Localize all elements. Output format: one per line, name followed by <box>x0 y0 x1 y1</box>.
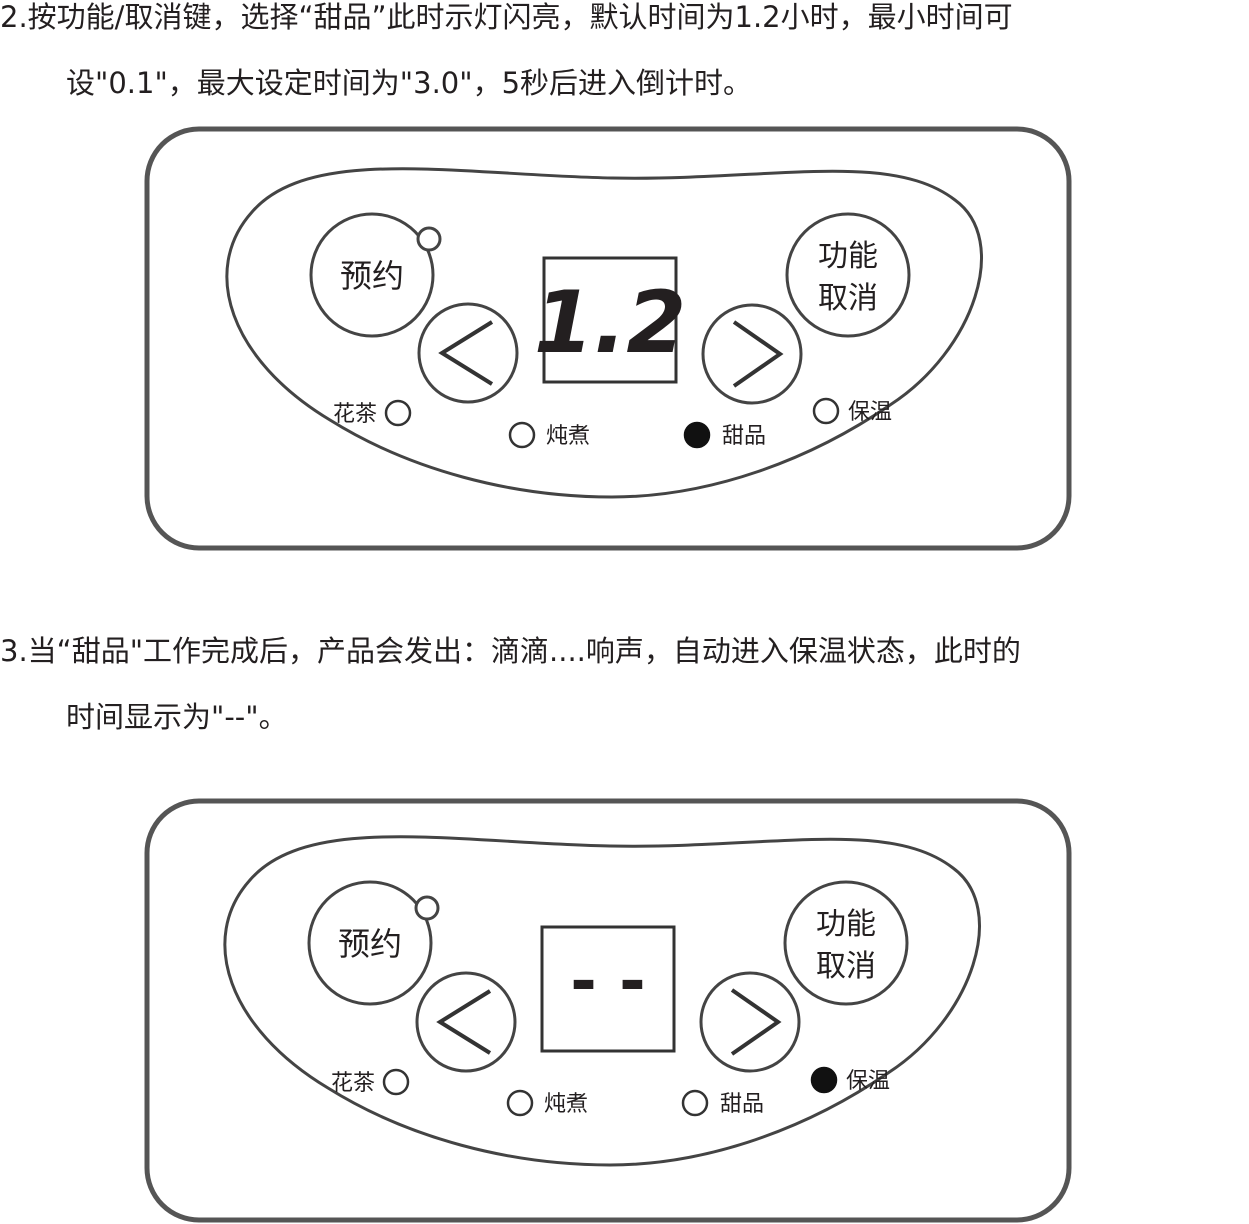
mode-stew-label: 炖煮 <box>544 1092 588 1117</box>
function-label: 功能 <box>816 907 876 942</box>
panel-frame <box>144 798 1072 1223</box>
mode-flower-tea-light <box>382 1068 410 1096</box>
chevron-right-icon <box>730 988 782 1056</box>
mode-dessert-label: 甜品 <box>720 1092 764 1117</box>
mode-stew: 炖煮 <box>506 1089 588 1117</box>
step3-instruction: 3.当“甜品"工作完成后，产品会发出：滴滴....响声，自动进入保温状态，此时的… <box>0 618 1249 750</box>
mode-stew-light <box>508 421 536 449</box>
chevron-left-icon <box>438 320 494 386</box>
reserve-indicator-light <box>414 895 440 921</box>
function-cancel-button[interactable]: 功能 取消 <box>783 880 909 1006</box>
mode-keep-warm-label: 保温 <box>846 1069 890 1094</box>
mode-dessert: 甜品 <box>683 421 766 449</box>
reserve-button-label: 预约 <box>340 257 404 295</box>
function-cancel-button[interactable]: 功能 取消 <box>785 212 911 338</box>
mode-flower-tea-light <box>384 399 412 427</box>
time-display-value: 1.2 <box>534 273 686 373</box>
reserve-indicator-light <box>416 226 442 252</box>
function-label: 功能 <box>818 239 878 274</box>
step3-line1: 3.当“甜品"工作完成后，产品会发出：滴滴....响声，自动进入保温状态，此时的 <box>0 634 1021 668</box>
mode-stew: 炖煮 <box>508 421 590 449</box>
chevron-right-icon <box>732 320 784 388</box>
decrease-button[interactable] <box>415 971 517 1073</box>
mode-dessert-label: 甜品 <box>722 424 766 449</box>
mode-flower-tea: 花茶 <box>333 399 412 427</box>
step2-instruction: 2.按功能/取消键，选择“甜品”此时示灯闪亮，默认时间为1.2小时，最小时间可 … <box>0 0 1249 116</box>
mode-stew-light <box>506 1089 534 1117</box>
time-display: - - <box>540 925 676 1053</box>
mode-keep-warm-light-on <box>810 1066 838 1094</box>
control-surface-outline <box>225 167 983 499</box>
decrease-button[interactable] <box>417 302 519 404</box>
mode-dessert-light <box>681 1089 709 1117</box>
step2-line1: 2.按功能/取消键，选择“甜品”此时示灯闪亮，默认时间为1.2小时，最小时间可 <box>0 0 1013 34</box>
step3-line2: 时间显示为"--"。 <box>66 700 288 734</box>
reserve-button-label: 预约 <box>338 925 402 963</box>
mode-flower-tea-label: 花茶 <box>331 1071 375 1096</box>
mode-keep-warm-light <box>812 397 840 425</box>
cancel-label: 取消 <box>818 281 878 316</box>
time-display: 1.2 <box>534 256 686 384</box>
mode-keep-warm-label: 保温 <box>848 400 892 425</box>
mode-dessert-light-on <box>683 421 711 449</box>
step2-line2: 设"0.1"，最大设定时间为"3.0"，5秒后进入倒计时。 <box>66 66 753 100</box>
reserve-button[interactable]: 预约 <box>309 212 435 338</box>
mode-keep-warm: 保温 <box>812 397 892 425</box>
control-surface-outline <box>223 835 981 1167</box>
increase-button[interactable] <box>699 971 801 1073</box>
mode-stew-label: 炖煮 <box>546 424 590 449</box>
mode-flower-tea-label: 花茶 <box>333 402 377 427</box>
time-display-value: - - <box>570 945 645 1019</box>
chevron-left-icon <box>436 989 492 1055</box>
mode-dessert: 甜品 <box>681 1089 764 1117</box>
cancel-label: 取消 <box>816 949 876 984</box>
mode-flower-tea: 花茶 <box>331 1068 410 1096</box>
increase-button[interactable] <box>701 303 803 405</box>
reserve-button[interactable]: 预约 <box>307 880 433 1006</box>
mode-keep-warm: 保温 <box>810 1066 890 1094</box>
panel-frame <box>144 126 1072 551</box>
